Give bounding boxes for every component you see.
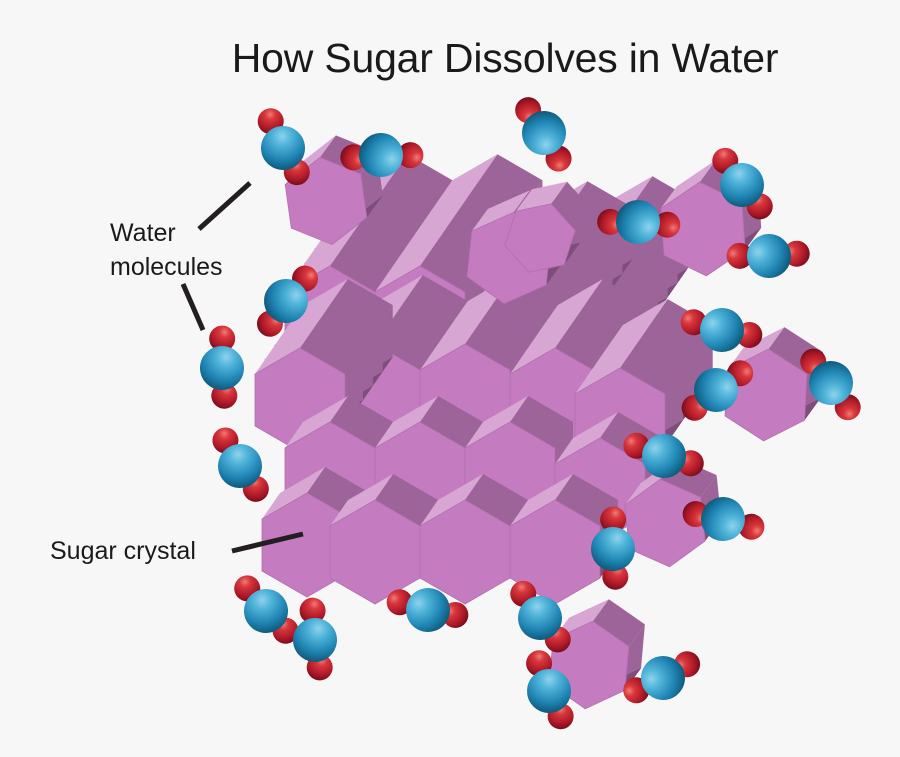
lattice-cell-9-l1-side-dark [330,396,393,448]
lattice-cell-5-l1-side-dark [465,318,528,370]
detached-crystal-2-face [504,203,576,273]
lattice-cell-10-l1-bevel-light [375,396,438,448]
lattice-cell-6-l1-side-dark [300,322,363,374]
lattice-cell-1-l1-side-dark [420,240,483,292]
detached-crystal-2-side-dark [551,181,592,231]
lattice-cell-5-l1-bevel-light [420,318,483,370]
lattice-cell-13-l1-bevel-light [262,467,325,519]
lattice-cell-0-l1-side-dark [330,240,393,292]
lattice-cell-12-l1-bevel-light [555,412,618,464]
lattice-cell-1-l1-bevel-light [375,240,438,292]
lattice-cell-16-l1-bevel-light [510,474,573,526]
lattice-cell-14-l1-side-dark [375,474,438,526]
lattice-cell-9-l1-bevel-light [285,396,348,448]
lattice-cell-8-l1-side-dark [620,342,683,394]
water-leader-line-lower [180,283,206,331]
lattice-cell-11-l1-side-dark [510,396,573,448]
lattice-cell-11-l1-bevel-light [465,396,528,448]
detached-crystal-6-side-dark [592,599,645,647]
detached-crystal-6-bevel-light [553,599,609,640]
detached-crystal-3-bevel-light [660,160,716,209]
detached-sugar-molecules [284,135,823,710]
lattice-cell-15-l1-bevel-light [420,474,483,526]
annotation-water-molecules: Water molecules [110,181,252,331]
detached-crystal-4-bevel-light [727,327,785,370]
detached-crystal-2-bevel-light [515,181,568,212]
lattice-cell-7-l1-bevel-light [510,322,573,374]
water-label-line1: Water [110,219,176,247]
lattice-cell-8-l1-bevel-light [575,342,638,394]
lattice-cell-14-l1-bevel-light [330,474,393,526]
water-leader-line-upper [197,181,252,231]
sugar-leader-line [231,531,304,554]
sugar-crystal-label: Sugar crystal [50,537,196,565]
detached-crystal-5-face [624,478,706,568]
lattice-cell-6-l1-bevel-light [255,322,318,374]
lattice-cell-10-l1-side-dark [420,396,483,448]
page-title: How Sugar Dissolves in Water [232,35,779,81]
water-label-line2: molecules [110,253,223,281]
lattice-cell-15-l1-side-dark [465,474,528,526]
annotation-sugar-crystal: Sugar crystal [50,531,304,565]
detached-crystal-1-bevel-light [471,190,530,231]
